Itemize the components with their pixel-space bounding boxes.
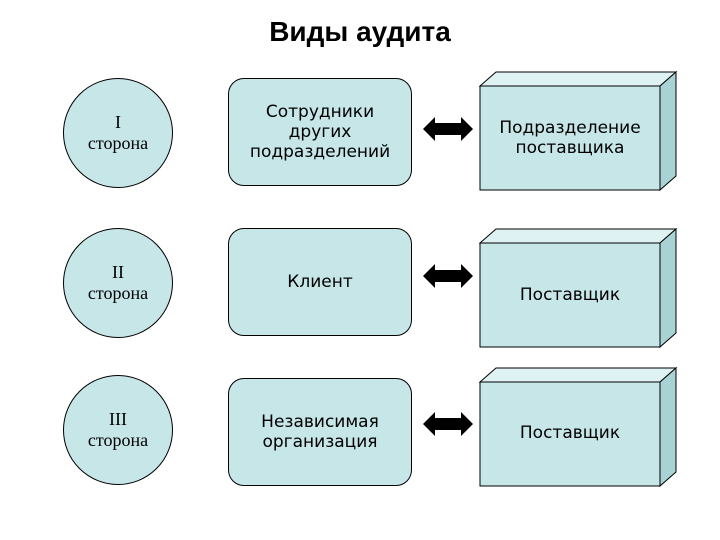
audited-label-2: Поставщик — [480, 285, 660, 305]
double-arrow-icon-2 — [423, 264, 473, 288]
party-2-number: II — [112, 262, 124, 282]
audited-cube-3 — [478, 366, 678, 488]
party-3-number: III — [109, 409, 127, 429]
party-1-number: I — [115, 112, 121, 132]
audited-cube-2 — [478, 227, 678, 349]
auditor-1-line-2: других — [288, 122, 352, 142]
audited-1-line-1: Подразделение — [499, 118, 641, 138]
party-1-label: сторона — [87, 133, 149, 153]
double-arrow-icon-1 — [423, 117, 473, 141]
auditor-3-line-1: Независимая — [261, 412, 379, 432]
audited-cube-1 — [478, 70, 678, 192]
auditor-box-2: Клиент — [228, 228, 412, 336]
auditor-1-line-1: Сотрудники — [265, 102, 375, 122]
party-2-label: сторона — [87, 283, 149, 303]
audited-3-line-1: Поставщик — [519, 423, 621, 443]
audited-1-line-2: поставщика — [515, 138, 625, 158]
diagram-title: Виды аудита — [269, 16, 451, 47]
party-3-label: сторона — [87, 430, 149, 450]
auditor-1-line-3: подразделений — [249, 142, 391, 162]
auditor-2-line-1: Клиент — [287, 272, 353, 292]
audited-label-3: Поставщик — [480, 423, 660, 443]
audited-2-line-1: Поставщик — [519, 285, 621, 305]
double-arrow-icon-3 — [423, 412, 473, 436]
auditor-3-line-2: организация — [262, 432, 378, 452]
